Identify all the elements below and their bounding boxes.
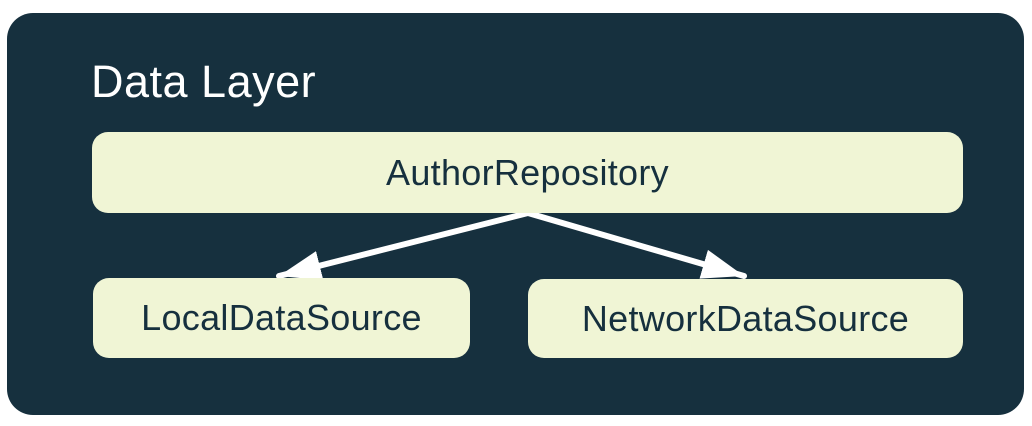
node-local-data-source: LocalDataSource [93, 278, 470, 358]
data-layer-container: Data Layer AuthorRepository LocalDataSou… [7, 13, 1024, 415]
diagram-title: Data Layer [91, 56, 317, 107]
node-author-repository: AuthorRepository [92, 132, 963, 213]
node-network-data-source-label: NetworkDataSource [581, 297, 910, 339]
node-network-data-source: NetworkDataSource [528, 279, 963, 358]
node-local-data-source-label: LocalDataSource [141, 297, 422, 338]
edge-repository-to-local [276, 210, 531, 281]
node-author-repository-label: AuthorRepository [386, 151, 669, 193]
edge-repository-to-network [525, 210, 747, 279]
